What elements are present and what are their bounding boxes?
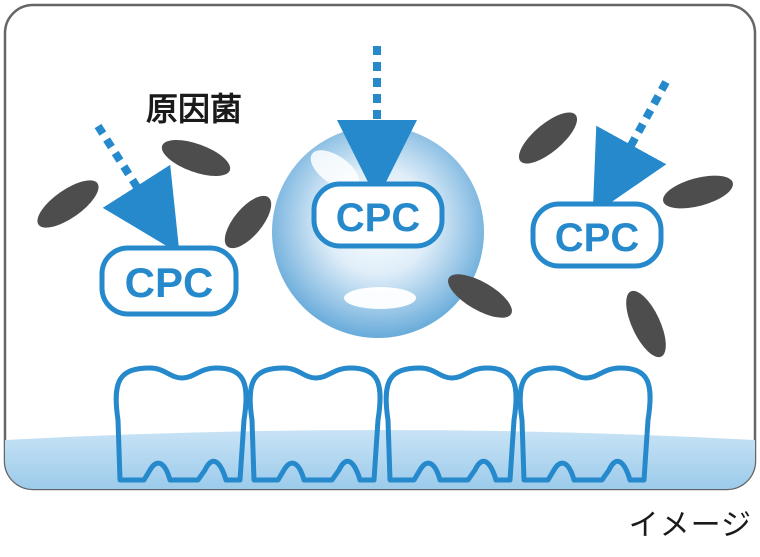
- bacteria-icon: [663, 175, 733, 209]
- bacteria-icon: [518, 112, 578, 164]
- image-caption: イメージ: [628, 508, 752, 543]
- cpc-badge: CPC: [530, 201, 664, 269]
- bacteria-icon: [224, 195, 272, 249]
- cpc-badge: CPC: [99, 245, 239, 317]
- gum: [5, 430, 755, 489]
- tooth-icon: [517, 365, 653, 483]
- bacteria-icon: [626, 290, 666, 358]
- tooth-icon: [113, 365, 249, 483]
- down-arrow-icon: [94, 123, 180, 254]
- bacteria-icon: [161, 139, 231, 177]
- tooth-icon: [247, 365, 383, 483]
- down-arrow-icon: [592, 80, 670, 216]
- bacteria-icon: [448, 274, 512, 318]
- bacteria-icon: [37, 180, 99, 228]
- cpc-label: CPC: [555, 216, 639, 260]
- bacteria-label: 原因菌: [146, 90, 242, 128]
- tooth-icon: [383, 365, 519, 483]
- cpc-label: CPC: [336, 196, 420, 240]
- cpc-label: CPC: [125, 259, 214, 306]
- cpc-badge: CPC: [311, 181, 445, 249]
- sphere-highlight: [344, 287, 416, 309]
